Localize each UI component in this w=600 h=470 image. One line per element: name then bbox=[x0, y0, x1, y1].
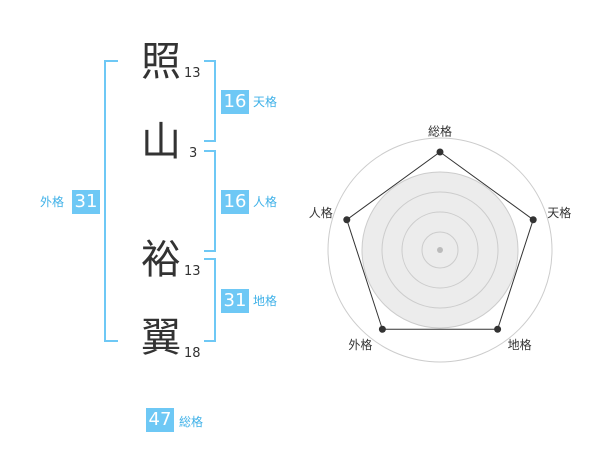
radar-point-3 bbox=[494, 325, 502, 333]
jinkaku-bracket bbox=[204, 150, 216, 252]
chikaku-label: 地格 bbox=[253, 294, 278, 308]
kanji-4: 翼 bbox=[141, 315, 181, 361]
soukaku-value: 47 bbox=[146, 408, 174, 432]
gaikaku-label: 外格 bbox=[40, 195, 65, 209]
radar-axis-label-2: 天格 bbox=[547, 205, 571, 220]
radar-point-4 bbox=[378, 325, 386, 333]
stroke-count-1: 13 bbox=[184, 66, 201, 81]
chikaku-bracket bbox=[204, 258, 216, 342]
jinkaku-value: 16 bbox=[221, 190, 249, 214]
tenkaku-label: 天格 bbox=[253, 95, 278, 109]
kanji-2: 山 bbox=[141, 119, 181, 165]
radar-point-5 bbox=[343, 216, 351, 224]
tenkaku-value: 16 bbox=[221, 90, 249, 114]
stroke-count-2: 3 bbox=[189, 146, 198, 161]
radar-point-2 bbox=[529, 216, 537, 224]
radar-center bbox=[437, 247, 443, 253]
kanji-1: 照 bbox=[141, 39, 181, 85]
gaikaku-bracket bbox=[104, 60, 118, 342]
radar-polygon bbox=[346, 151, 534, 330]
radar-axis-label-5: 人格 bbox=[309, 205, 333, 220]
radar-rings bbox=[327, 137, 553, 363]
jinkaku-label: 人格 bbox=[253, 195, 278, 209]
radar-ring-5 bbox=[421, 231, 459, 269]
radar-ring-3 bbox=[381, 191, 499, 309]
radar-axis-label-4: 外格 bbox=[348, 337, 372, 352]
radar-points bbox=[343, 148, 537, 333]
stroke-count-3: 13 bbox=[184, 264, 201, 279]
kanji-3: 裕 bbox=[141, 237, 181, 283]
soukaku-label: 総格 bbox=[179, 415, 204, 429]
radar-ring-4 bbox=[401, 211, 479, 289]
radar-point-1 bbox=[436, 148, 444, 156]
radar-axis-label-1: 総格 bbox=[428, 124, 452, 139]
tenkaku-bracket bbox=[204, 60, 216, 142]
gaikaku-value: 31 bbox=[72, 190, 100, 214]
radar-axis-label-3: 地格 bbox=[508, 337, 532, 352]
chikaku-value: 31 bbox=[221, 289, 249, 313]
stroke-count-4: 18 bbox=[184, 346, 201, 361]
